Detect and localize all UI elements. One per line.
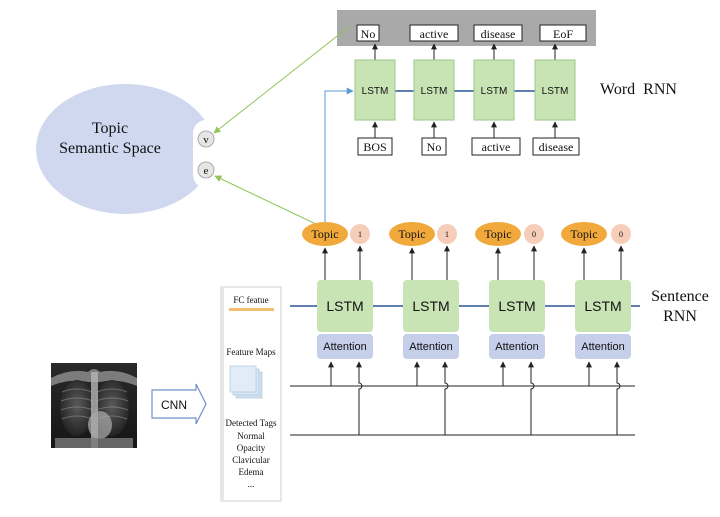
word-rnn: No active disease EoF LSTM LSTM (337, 10, 677, 156)
svg-text:Topic: Topic (311, 227, 338, 241)
svg-text:LSTM: LSTM (362, 86, 389, 97)
word-output-label: EoF (553, 27, 573, 41)
svg-text:Topic: Topic (484, 227, 511, 241)
svg-text:Attention: Attention (323, 341, 366, 353)
word-lstm-cell: LSTM (473, 59, 515, 121)
sentence-lstm-cell: LSTM (317, 280, 373, 332)
sentence-rnn-label: RNN (663, 308, 697, 325)
topic-e-node (197, 161, 215, 179)
detected-tag: Clavicular (232, 455, 270, 465)
sentence-attention-block: Attention (403, 334, 459, 359)
sentence-lstm-cell: LSTM (575, 280, 631, 332)
word-output-label: active (420, 27, 449, 41)
svg-text:Attention: Attention (495, 341, 538, 353)
topic-space-title: Topic (92, 120, 128, 137)
svg-text:LSTM: LSTM (412, 298, 449, 314)
sentence-lstm-cell: LSTM (403, 280, 459, 332)
word-input-disease: disease (532, 137, 580, 156)
detected-tag: ... (248, 479, 255, 489)
cnn-arrow: CNN (151, 383, 207, 425)
svg-text:disease: disease (539, 140, 574, 154)
word-output-label: No (361, 27, 376, 41)
svg-text:No: No (427, 140, 442, 154)
svg-text:Topic: Topic (570, 227, 597, 241)
stop-indicator (350, 224, 370, 244)
topic-semantic-space: Topic Semantic Space v e (36, 84, 219, 214)
svg-text:Topic: Topic (398, 227, 425, 241)
sentence-attention-block: Attention (575, 334, 631, 359)
svg-text:e: e (204, 165, 209, 177)
feature-maps-label: Feature Maps (226, 347, 276, 357)
word-input-active: active (471, 137, 521, 156)
sentence-topic: Topic 0 (475, 222, 544, 246)
stop-indicator (437, 224, 457, 244)
word-output-eof: EoF (539, 24, 587, 42)
detected-tag: Edema (239, 467, 264, 477)
fc-feature-label: FC featue (233, 295, 268, 305)
word-output-active: active (409, 24, 459, 42)
cnn-label: CNN (161, 398, 187, 412)
topic-v-node (197, 130, 215, 148)
sentence-topic: Topic 1 (389, 222, 457, 246)
svg-text:Attention: Attention (581, 341, 624, 353)
svg-text:BOS: BOS (363, 140, 386, 154)
sentence-rnn: Topic 1 Topic 1 Topic 0 Topic 0 (290, 222, 709, 359)
svg-text:1: 1 (358, 230, 362, 239)
topic-space-title: Semantic Space (59, 140, 161, 157)
word-lstm-cell: LSTM (354, 59, 396, 121)
word-output-disease: disease (473, 24, 523, 42)
sentence-lstm-cell: LSTM (489, 280, 545, 332)
word-input-no: No (421, 137, 447, 156)
svg-text:LSTM: LSTM (498, 298, 535, 314)
svg-text:LSTM: LSTM (481, 86, 508, 97)
detected-tag: Opacity (237, 443, 266, 453)
chest-xray-image (51, 363, 137, 448)
feature-routing (290, 361, 635, 436)
svg-text:Attention: Attention (409, 341, 452, 353)
sentence-attention-block: Attention (489, 334, 545, 359)
svg-text:1: 1 (445, 230, 449, 239)
sentence-attention-block: Attention (317, 334, 373, 359)
stop-indicator (524, 224, 544, 244)
svg-text:LSTM: LSTM (421, 86, 448, 97)
svg-text:LSTM: LSTM (542, 86, 569, 97)
word-output-no: No (356, 24, 380, 42)
svg-text:v: v (203, 134, 209, 146)
word-input-bos: BOS (357, 137, 393, 156)
sentence-output-arrows (322, 245, 624, 280)
stop-indicator (611, 224, 631, 244)
feature-maps-stack (229, 365, 263, 399)
svg-text:LSTM: LSTM (326, 298, 363, 314)
sentence-topic: Topic 0 (561, 222, 631, 246)
word-rnn-label: Word RNN (600, 81, 677, 98)
svg-text:0: 0 (619, 230, 623, 239)
sentence-rnn-label: Sentence (651, 288, 709, 305)
embedding-arrow-to-e (214, 175, 321, 227)
word-lstm-cell: LSTM (413, 59, 455, 121)
svg-text:active: active (482, 140, 511, 154)
svg-text:0: 0 (532, 230, 536, 239)
topic-to-word-arrow (324, 87, 354, 222)
word-output-label: disease (481, 27, 516, 41)
sentence-topic: Topic 1 (302, 222, 370, 246)
detected-tag: Normal (237, 431, 265, 441)
fc-feature-bar (229, 308, 274, 311)
detected-tags-title: Detected Tags (226, 418, 277, 428)
topic-space-ellipse (36, 84, 214, 214)
feature-panel: FC featue Feature Maps Detected Tags Nor… (220, 286, 282, 502)
word-lstm-cell: LSTM (534, 59, 576, 121)
embedding-arrow-to-v (213, 25, 351, 134)
svg-text:LSTM: LSTM (584, 298, 621, 314)
